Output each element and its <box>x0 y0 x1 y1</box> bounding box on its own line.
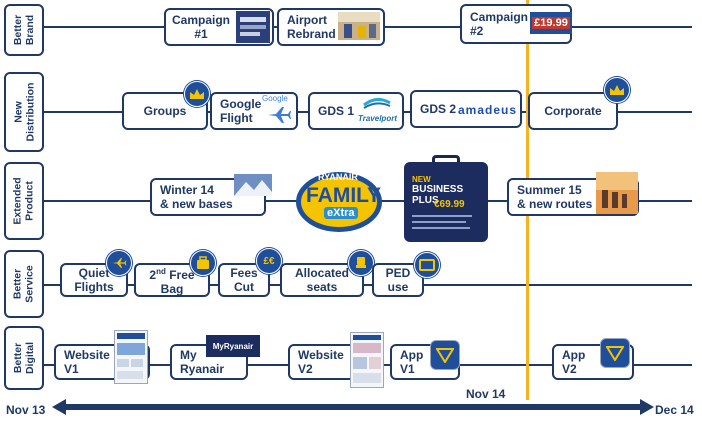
website-v2-screenshot-image <box>350 332 384 388</box>
currency-icon-text: £€ <box>263 255 275 267</box>
lane-label-text: Better Digital <box>12 341 36 375</box>
amadeus-logo: amadeus <box>458 103 518 117</box>
lane-label-text: Better Service <box>12 265 36 303</box>
milestone-campaign-2: Campaign #2 <box>460 4 572 44</box>
milestone-winter-14: Winter 14 & new bases <box>150 178 266 216</box>
price-tag-text: £19.99 <box>532 17 570 29</box>
milestone-corporate: Corporate <box>528 92 618 130</box>
bag-label-text: Free Bag <box>160 267 195 296</box>
google-logo: Google <box>262 94 288 103</box>
milestone-label: Allocated seats <box>294 266 349 294</box>
currency-icon: £€ <box>256 248 282 274</box>
lane-label-brand: Better Brand <box>4 4 44 56</box>
business-title-text: BUSINESS PLUS <box>412 184 464 206</box>
milestone-label: Campaign #2 <box>470 10 529 38</box>
price-ad-image: £19.99 <box>530 12 572 34</box>
timeline-arrow-right-icon <box>640 399 654 415</box>
travelport-label: Travelport <box>358 114 397 123</box>
lane-line-service <box>44 284 692 286</box>
travelport-logo-icon <box>362 97 392 118</box>
milestone-label: App V2 <box>562 348 586 376</box>
myryanair-logo-text: MyRyanair <box>212 341 254 351</box>
lane-label-digital: Better Digital <box>4 326 44 390</box>
milestone-gds-2: GDS 2 <box>410 90 522 128</box>
milestone-label: Summer 15 & new routes <box>517 183 593 211</box>
milestone-label: Website V1 <box>64 348 110 376</box>
airplane-icon <box>106 250 132 276</box>
milestone-label: Corporate <box>544 104 602 118</box>
milestone-label: Winter 14 & new bases <box>160 183 233 211</box>
milestone-quiet-flights: Quiet Flights <box>60 263 128 297</box>
milestone-label: PED use <box>385 266 411 294</box>
timeline-start-label: Nov 13 <box>6 403 46 417</box>
snow-mountain-image <box>234 174 272 196</box>
bag-label-number: 2 <box>149 267 157 282</box>
tablet-icon <box>414 252 440 278</box>
milestone-label: Campaign #1 <box>172 13 231 41</box>
bag-icon <box>190 250 216 276</box>
milestone-label: My Ryanair <box>180 348 225 376</box>
milestone-label: Website V2 <box>298 348 344 376</box>
lane-label-product: Extended Product <box>4 162 44 240</box>
campaign-1-poster-image <box>236 11 270 43</box>
milestone-label: GDS 2 <box>420 102 457 116</box>
lane-label-distribution: New Distribution <box>4 72 44 152</box>
app-v1-icon <box>430 340 460 370</box>
timeline-arrow-left-icon <box>52 399 66 415</box>
airplane-icon <box>266 106 292 129</box>
family-extra-text: eXtra <box>324 207 358 219</box>
milestone-label: Google Flight <box>220 97 262 125</box>
milestone-label: App V1 <box>400 348 424 376</box>
milestone-2nd-free-bag: 2nd Free Bag <box>134 263 210 297</box>
seat-icon <box>348 250 374 276</box>
milestone-label: Groups <box>143 104 187 118</box>
family-brand-text: RYANAIR <box>318 172 358 182</box>
bag-label-suffix: nd <box>156 266 166 276</box>
myryanair-logo: MyRyanair <box>206 335 260 357</box>
beach-family-image <box>596 172 638 214</box>
milestone-allocated-seats: Allocated seats <box>280 263 364 297</box>
milestone-label: Airport Rebrand <box>287 13 336 41</box>
lane-label-text: New Distribution <box>12 82 37 142</box>
business-price-text: €69.99 <box>434 199 465 210</box>
timeline-bar <box>60 404 646 410</box>
timeline-mid-label: Nov 14 <box>466 387 506 401</box>
crown-icon <box>184 81 210 107</box>
milestone-label: 2nd Free Bag <box>149 265 194 296</box>
crown-icon <box>604 77 630 103</box>
lane-label-text: Better Brand <box>12 14 36 46</box>
milestone-google-flight: Google Flight <box>210 92 298 130</box>
milestone-label: Quiet Flights <box>74 266 114 294</box>
lane-label-service: Better Service <box>4 250 44 318</box>
milestone-label: Fees Cut <box>230 266 258 294</box>
timeline-end-label: Dec 14 <box>655 403 694 417</box>
milestone-label: GDS 1 <box>318 104 355 118</box>
business-new-text: NEW <box>412 175 431 184</box>
airport-photo-image <box>338 12 380 40</box>
lane-label-text: Extended Product <box>12 177 37 225</box>
app-v2-icon <box>600 338 630 368</box>
family-extra-logo: RYANAIR FAMILY eXtra <box>294 168 384 234</box>
family-main-text: FAMILY <box>306 184 382 207</box>
website-v1-screenshot-image <box>114 330 148 384</box>
business-plus-suitcase-image: NEW BUSINESS PLUS €69.99 <box>404 155 488 245</box>
milestone-gds-1: GDS 1 <box>308 92 404 130</box>
